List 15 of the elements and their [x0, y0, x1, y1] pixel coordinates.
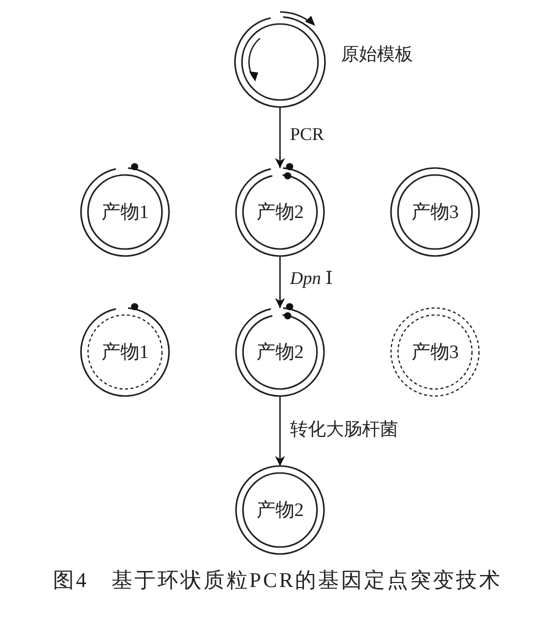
node-label: 产物3	[410, 201, 460, 225]
arrow	[275, 396, 285, 466]
node-caption: 原始模板	[341, 43, 413, 66]
node-label: 产物2	[255, 499, 305, 523]
caption: 图4 基于环状质粒PCR的基因定点突变技术	[52, 567, 504, 594]
arrow	[275, 107, 285, 168]
node-label: 产物1	[100, 341, 150, 365]
node-label: 产物2	[255, 341, 305, 365]
edge-label: Dpn Ⅰ	[290, 268, 333, 289]
edge-label: 转化大肠杆菌	[290, 418, 398, 441]
node-label: 产物1	[100, 201, 150, 225]
edge-label: PCR	[290, 124, 324, 144]
arrow	[275, 256, 285, 308]
node-label: 产物2	[255, 201, 305, 225]
node-label: 产物3	[410, 341, 460, 365]
